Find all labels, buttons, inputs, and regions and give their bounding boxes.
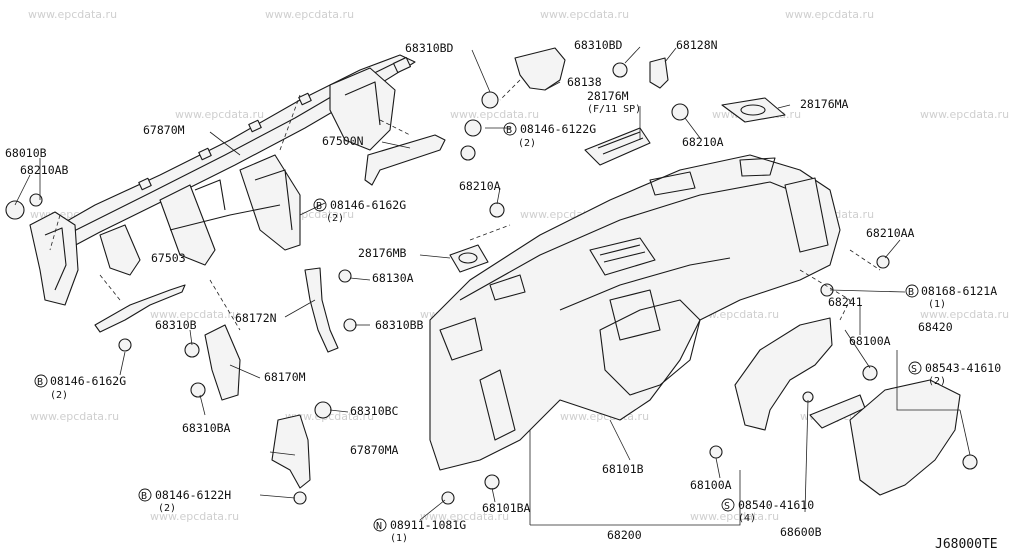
prefix-badge: S: [724, 501, 730, 512]
part-label-68101b[interactable]: 68101B: [602, 462, 644, 476]
speaker-grille-28176ma-drawing: [721, 97, 786, 123]
part-label-68100a[interactable]: 68100A: [690, 478, 732, 492]
fasteners-drawing: [5, 62, 978, 505]
part-label-67503[interactable]: 67503: [151, 251, 186, 265]
part-label-08146-6122g[interactable]: 08146-6122G: [520, 122, 596, 136]
part-label-67500n[interactable]: 67500N: [322, 134, 364, 148]
lower-panel-68420-drawing: [849, 379, 961, 496]
part-label-08543-41610[interactable]: 08543-41610: [925, 361, 1001, 375]
prefix-badge: B: [316, 201, 322, 212]
part-label-08540-41610[interactable]: 08540-41610: [738, 498, 814, 512]
bracket-67503-drawing: [94, 284, 186, 333]
part-label-68210a[interactable]: 68210A: [459, 179, 501, 193]
screw-callout-08540-41610[interactable]: S 08540-41610 (4): [721, 498, 814, 524]
watermark: www.epcdata.ru: [150, 510, 239, 523]
part-label-68210ab[interactable]: 68210AB: [20, 163, 69, 177]
speaker-grille-28176m-drawing: [584, 127, 651, 166]
watermark: www.epcdata.ru: [28, 8, 117, 21]
watermark: www.epcdata.ru: [265, 8, 354, 21]
bracket-67500n-drawing: [364, 134, 446, 186]
part-label-28176m[interactable]: 28176M: [587, 89, 629, 103]
part-label-68200[interactable]: 68200: [607, 528, 642, 542]
screw-callout-08543-41610[interactable]: S 08543-41610 (2): [908, 361, 1001, 387]
part-label-68138[interactable]: 68138: [567, 75, 602, 89]
watermark: www.epcdata.ru: [920, 108, 1009, 121]
bolt-callout-08146-6122g[interactable]: B 08146-6122G (2): [503, 122, 596, 149]
part-label-68310bd[interactable]: 68310BD: [405, 41, 454, 55]
bracket-68172n-drawing: [304, 267, 339, 353]
part-label-68210a[interactable]: 68210A: [682, 135, 724, 149]
steering-member-drawing: [29, 54, 416, 306]
leader-lines: [14, 46, 971, 526]
part-label-68128n[interactable]: 68128N: [676, 38, 718, 52]
part-drawings: [5, 47, 978, 505]
bracket-68128n-drawing: [649, 57, 669, 89]
part-label-68600b[interactable]: 68600B: [780, 525, 822, 539]
prefix-badge: B: [506, 125, 512, 136]
part-label-68241[interactable]: 68241: [828, 295, 863, 309]
part-label-68100a[interactable]: 68100A: [849, 334, 891, 348]
bracket-68138-drawing: [514, 47, 566, 91]
watermark: www.epcdata.ru: [175, 108, 264, 121]
part-label-68310bc[interactable]: 68310BC: [350, 404, 399, 418]
bolt-callout-08168-6121a[interactable]: B 08168-6121A (1): [905, 284, 997, 310]
watermark: www.epcdata.ru: [540, 8, 629, 21]
watermark: www.epcdata.ru: [785, 8, 874, 21]
part-sub-08543-41610: (2): [928, 376, 946, 387]
part-sub-08911-1081g: (1): [390, 533, 408, 544]
part-label-67870ma[interactable]: 67870MA: [350, 443, 399, 457]
part-label-68172n[interactable]: 68172N: [235, 311, 277, 325]
bolt-callout-08146-6162g-top[interactable]: B 08146-6162G (2): [313, 198, 406, 224]
part-sub-08168-6121a: (1): [928, 299, 946, 310]
watermark: www.epcdata.ru: [690, 510, 779, 523]
bracket-67870ma-drawing: [271, 414, 311, 489]
part-label-68310ba[interactable]: 68310BA: [182, 421, 231, 435]
part-label-08168-6121a[interactable]: 08168-6121A: [921, 284, 997, 298]
part-label-68010b[interactable]: 68010B: [5, 146, 47, 160]
part-sub-08146-6162g: (2): [326, 213, 344, 224]
watermark: www.epcdata.ru: [450, 108, 539, 121]
part-label-08146-6162g[interactable]: 08146-6162G: [50, 374, 126, 388]
part-label-08146-6162g[interactable]: 08146-6162G: [330, 198, 406, 212]
watermark: www.epcdata.ru: [150, 308, 239, 321]
part-label-08146-6122h[interactable]: 08146-6122H: [155, 488, 231, 502]
part-sub-08146-6122g: (2): [518, 138, 536, 149]
part-label-68170m[interactable]: 68170M: [264, 370, 306, 384]
part-label-68310bd[interactable]: 68310BD: [574, 38, 623, 52]
part-label-68420[interactable]: 68420: [918, 320, 953, 334]
part-label-68310b[interactable]: 68310B: [155, 318, 197, 332]
part-label-67870m[interactable]: 67870M: [143, 123, 185, 137]
instrument-panel-drawing: [429, 154, 841, 471]
part-sub-28176m: (F/11 SP): [587, 104, 641, 115]
speaker-grille-28176mb-drawing: [449, 244, 489, 273]
part-label-28176mb[interactable]: 28176MB: [358, 246, 407, 260]
part-label-68310bb[interactable]: 68310BB: [375, 318, 424, 332]
prefix-badge: B: [908, 287, 914, 298]
part-sub-08146-6162g: (2): [50, 390, 68, 401]
lower-panel-68241-drawing: [734, 317, 833, 431]
bracket-68170m-drawing: [204, 324, 241, 401]
part-labels: 68310BD 68310BD 68128N 68138 28176M (F/1…: [5, 38, 1001, 552]
prefix-badge: S: [911, 364, 917, 375]
part-label-68210aa[interactable]: 68210AA: [866, 226, 915, 240]
bolt-callout-08146-6162g-left[interactable]: B 08146-6162G (2): [34, 374, 126, 401]
part-sub-08146-6122h: (2): [158, 503, 176, 514]
part-sub-08540-41610: (4): [738, 513, 756, 524]
part-label-08911-1081g[interactable]: 08911-1081G: [390, 518, 466, 532]
watermark: www.epcdata.ru: [285, 410, 374, 423]
part-label-28176ma[interactable]: 28176MA: [800, 97, 849, 111]
watermark: www.epcdata.ru: [920, 308, 1009, 321]
prefix-badge: B: [37, 377, 43, 388]
part-label-68130a[interactable]: 68130A: [372, 271, 414, 285]
bolt-callout-08146-6122h[interactable]: B 08146-6122H (2): [138, 488, 231, 514]
prefix-badge: N: [376, 521, 382, 532]
part-label-68101ba[interactable]: 68101BA: [482, 501, 531, 515]
diagram-code: J68000TE: [935, 537, 998, 552]
prefix-badge: B: [141, 491, 147, 502]
watermark: www.epcdata.ru: [420, 510, 509, 523]
watermark: www.epcdata.ru: [30, 410, 119, 423]
nut-callout-08911-1081g[interactable]: N 08911-1081G (1): [373, 518, 466, 544]
